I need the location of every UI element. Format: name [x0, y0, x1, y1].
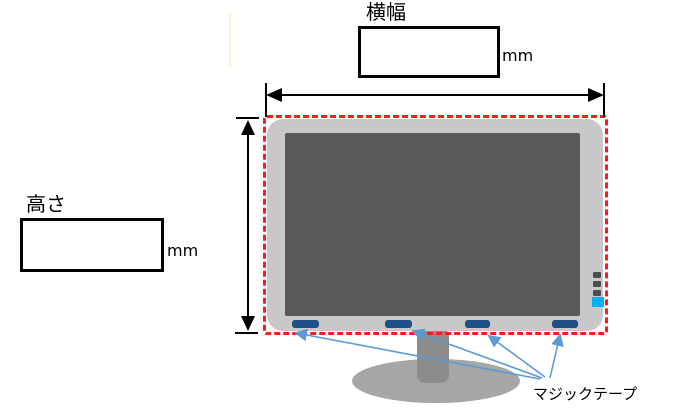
- height-dimension-arrow: [235, 117, 259, 334]
- monitor-button-1: [593, 272, 601, 278]
- velcro-strip-2: [385, 320, 412, 328]
- width-unit-label: mm: [502, 46, 534, 65]
- height-input[interactable]: [20, 218, 164, 272]
- velcro-strip-1: [292, 320, 319, 328]
- height-unit-label: mm: [167, 241, 199, 260]
- width-field-label: 横幅: [366, 0, 406, 24]
- width-input[interactable]: [358, 26, 500, 78]
- velcro-strip-4: [552, 320, 578, 328]
- monitor-outline-dashed: [263, 115, 608, 335]
- monitor-button-3: [593, 290, 601, 296]
- height-field-label: 高さ: [26, 192, 66, 216]
- velcro-label: マジックテープ: [533, 385, 638, 403]
- monitor-button-2: [593, 281, 601, 287]
- velcro-strip-3: [465, 320, 490, 328]
- width-dimension-arrow: [265, 83, 605, 117]
- artifact-line: [229, 12, 231, 68]
- power-led: [592, 297, 604, 307]
- monitor-stand-neck: [417, 331, 449, 383]
- monitor-screen: [285, 133, 580, 316]
